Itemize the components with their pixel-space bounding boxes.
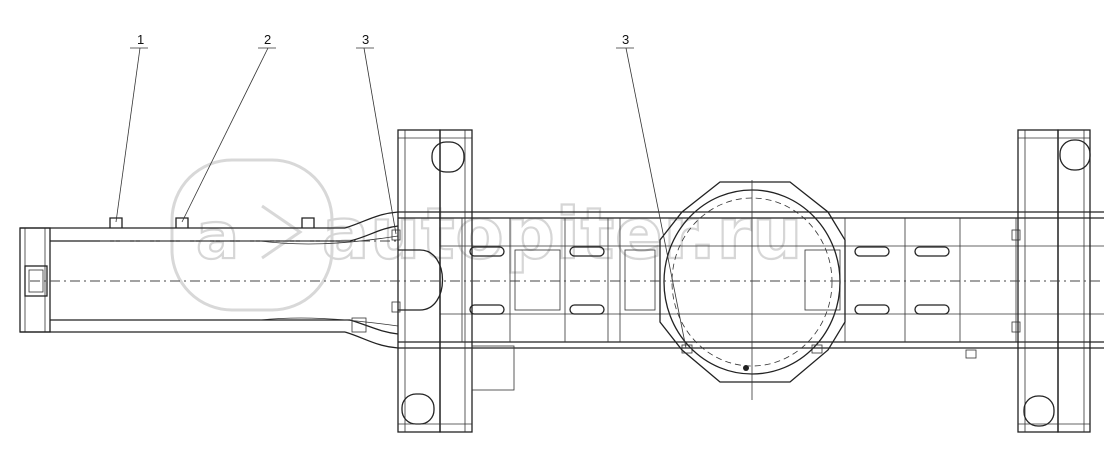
callout-2-label: 2 [264,32,271,47]
svg-text:a: a [196,200,240,274]
callout-1: 1 [115,32,148,223]
callout-3b-label: 3 [622,32,629,47]
callout-3b: 3 [616,32,687,349]
callout-3a: 3 [356,32,397,235]
callout-2: 2 [181,32,276,223]
callout-1-label: 1 [137,32,144,47]
callout-3a-label: 3 [362,32,369,47]
watermark-text: autopiter.ru [322,193,803,275]
lightening-slots [469,246,950,315]
watermark-logo: a autopiter.ru [170,158,803,312]
differential-housing [659,180,846,400]
main-frame-section [398,211,1104,349]
